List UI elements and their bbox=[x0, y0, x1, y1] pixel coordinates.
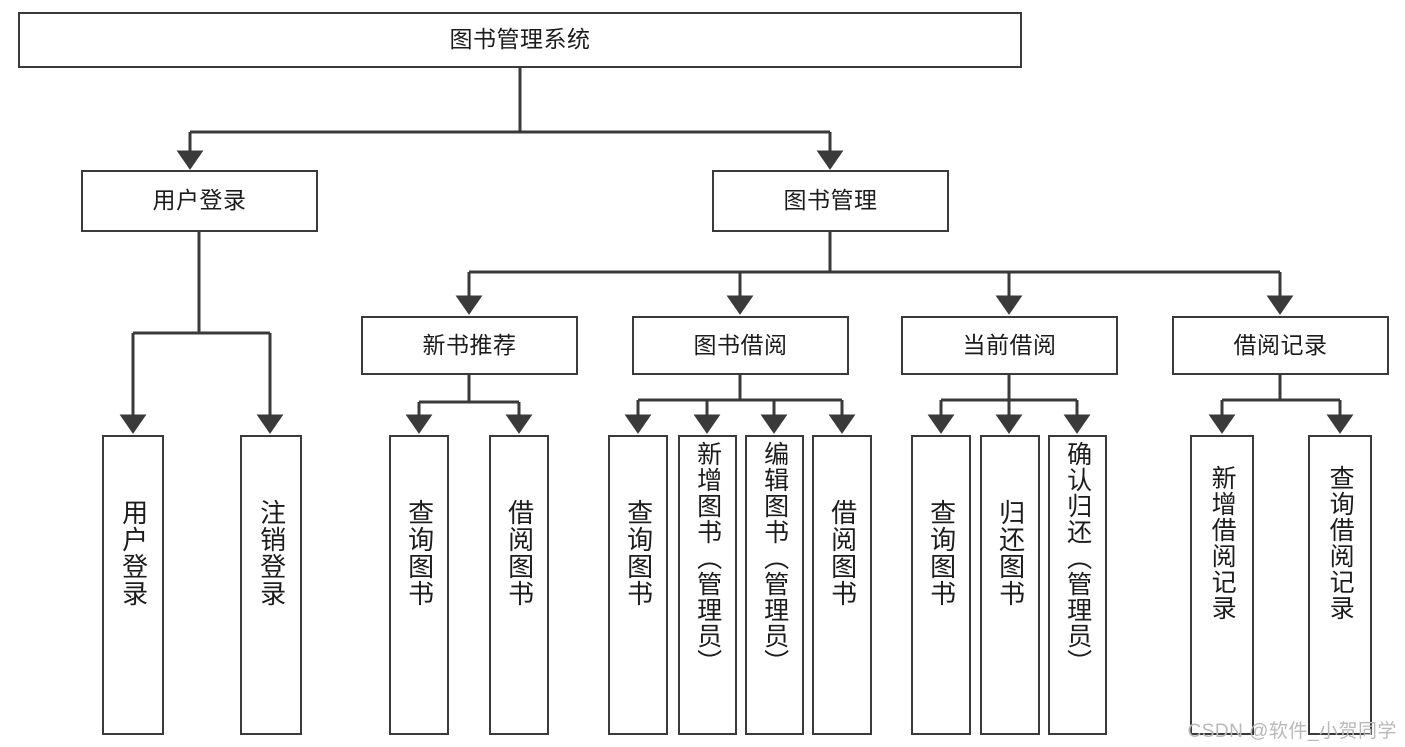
leaf-borrow-query-book[interactable]: 查询图书 bbox=[608, 435, 668, 735]
node-new-book-recommend[interactable]: 新书推荐 bbox=[361, 316, 578, 375]
node-user-login[interactable]: 用户登录 bbox=[81, 170, 318, 232]
node-label: 图书管理 bbox=[783, 187, 878, 214]
leaf-current-query-book[interactable]: 查询图书 bbox=[911, 435, 971, 735]
node-label: 新书推荐 bbox=[422, 331, 517, 358]
leaf-query-borrow-record[interactable]: 查询借阅记录 bbox=[1308, 435, 1372, 735]
node-label: 图书管理系统 bbox=[449, 26, 591, 53]
leaf-edit-book-admin[interactable]: 编辑图书（管理员） bbox=[745, 435, 804, 735]
leaf-new-book-query[interactable]: 查询图书 bbox=[389, 435, 449, 735]
node-book-borrow[interactable]: 图书借阅 bbox=[632, 316, 849, 375]
leaf-borrow-book[interactable]: 借阅图书 bbox=[812, 435, 872, 735]
leaf-new-book-borrow[interactable]: 借阅图书 bbox=[489, 435, 549, 735]
node-current-borrow[interactable]: 当前借阅 bbox=[901, 316, 1118, 375]
node-book-management[interactable]: 图书管理 bbox=[712, 170, 949, 232]
node-borrow-records[interactable]: 借阅记录 bbox=[1172, 316, 1389, 375]
node-label: 新增图书（管理员） bbox=[693, 441, 722, 675]
node-label: 查询图书 bbox=[404, 499, 435, 607]
node-label: 用户登录 bbox=[152, 187, 247, 214]
node-label: 图书借阅 bbox=[693, 331, 788, 358]
node-label: 新增借阅记录 bbox=[1208, 465, 1237, 621]
node-label: 查询图书 bbox=[623, 499, 654, 607]
csdn-watermark: CSDN @软件_小贺同学 bbox=[1187, 721, 1397, 742]
node-root-book-management-system[interactable]: 图书管理系统 bbox=[18, 12, 1022, 68]
leaf-user-login[interactable]: 用户登录 bbox=[102, 435, 164, 735]
node-label: 用户登录 bbox=[118, 499, 149, 607]
node-label: 借阅记录 bbox=[1233, 331, 1328, 358]
node-label: 查询图书 bbox=[926, 499, 957, 607]
leaf-add-book-admin[interactable]: 新增图书（管理员） bbox=[678, 435, 737, 735]
leaf-logout[interactable]: 注销登录 bbox=[240, 435, 302, 735]
leaf-return-book[interactable]: 归还图书 bbox=[980, 435, 1040, 735]
leaf-add-borrow-record[interactable]: 新增借阅记录 bbox=[1190, 435, 1254, 735]
node-label: 当前借阅 bbox=[962, 331, 1057, 358]
node-label: 编辑图书（管理员） bbox=[760, 441, 789, 675]
leaf-confirm-return-admin[interactable]: 确认归还（管理员） bbox=[1048, 435, 1107, 735]
node-label: 确认归还（管理员） bbox=[1063, 441, 1092, 675]
node-label: 借阅图书 bbox=[827, 499, 858, 607]
node-label: 查询借阅记录 bbox=[1326, 465, 1355, 621]
node-label: 归还图书 bbox=[995, 499, 1026, 607]
node-label: 注销登录 bbox=[256, 499, 287, 607]
node-label: 借阅图书 bbox=[504, 499, 535, 607]
